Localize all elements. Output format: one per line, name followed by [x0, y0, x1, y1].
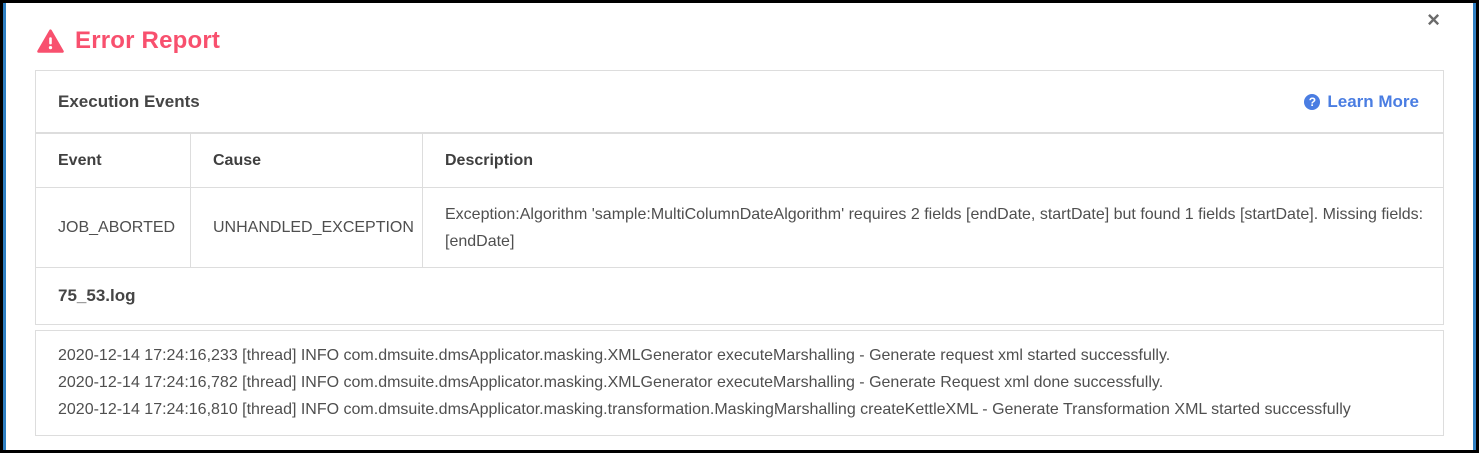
- learn-more-label: Learn More: [1327, 91, 1419, 111]
- log-line: 2020-12-14 17:24:16,782 [thread] INFO co…: [58, 374, 1164, 391]
- question-circle-icon: ?: [1304, 93, 1321, 110]
- log-output-box: 2020-12-14 17:24:16,233 [thread] INFO co…: [35, 330, 1444, 436]
- event-cell: JOB_ABORTED: [35, 187, 191, 268]
- log-line: 2020-12-14 17:24:16,233 [thread] INFO co…: [58, 347, 1171, 364]
- warning-triangle-icon: [37, 28, 64, 54]
- description-cell: Exception:Algorithm 'sample:MultiColumnD…: [422, 187, 1444, 268]
- table-header-row: Event Cause Description: [35, 133, 1444, 188]
- log-filename-row: 75_53.log: [35, 268, 1444, 325]
- log-filename: 75_53.log: [58, 286, 136, 305]
- window-edge-accent-right: [1473, 3, 1476, 450]
- panel-title: Execution Events: [58, 91, 200, 111]
- column-header-description: Description: [422, 133, 1444, 188]
- window-edge-accent-left: [3, 3, 6, 450]
- cause-cell: UNHANDLED_EXCEPTION: [190, 187, 423, 268]
- close-icon[interactable]: ×: [1427, 7, 1440, 32]
- modal-header: Error Report: [3, 3, 1476, 55]
- execution-events-table: Event Cause Description JOB_ABORTED UNHA…: [35, 133, 1444, 268]
- column-header-cause: Cause: [190, 133, 423, 188]
- modal-content: Execution Events ? Learn More Event Caus…: [3, 70, 1476, 436]
- page-title: Error Report: [75, 27, 221, 54]
- log-line: 2020-12-14 17:24:16,810 [thread] INFO co…: [58, 401, 1351, 418]
- execution-events-panel-header: Execution Events ? Learn More: [35, 70, 1444, 133]
- learn-more-link[interactable]: ? Learn More: [1304, 92, 1419, 112]
- column-header-event: Event: [35, 133, 191, 188]
- table-row: JOB_ABORTED UNHANDLED_EXCEPTION Exceptio…: [35, 187, 1444, 268]
